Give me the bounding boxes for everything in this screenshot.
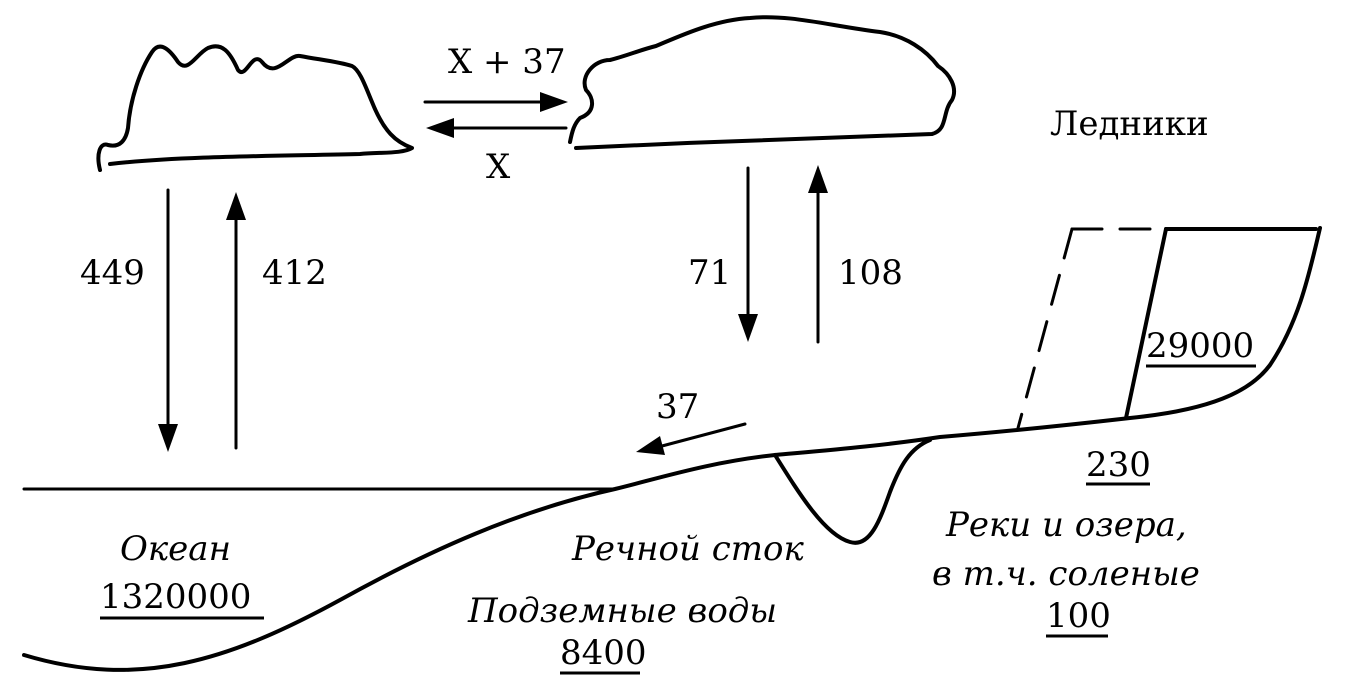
- lakes-rivers-label-line2: в т.ч. соленые: [932, 554, 1200, 594]
- land-evaporation-label: 108: [838, 253, 903, 293]
- flow-arrow-right-head: [540, 92, 568, 112]
- ground-profile: [22, 226, 1322, 672]
- runoff-arrow-shaft: [660, 422, 747, 448]
- glacier-left-wall: [1124, 227, 1168, 420]
- runoff-label: 37: [656, 387, 699, 427]
- runoff-arrow-head: [636, 436, 665, 455]
- lake-basin: [773, 438, 932, 545]
- ocean-evaporation-arrow-head: [158, 424, 178, 452]
- ocean-precipitation-arrow-head: [226, 192, 246, 220]
- transfer-to-ocean-label: X: [486, 147, 511, 187]
- ocean-value: 1320000: [100, 577, 251, 617]
- glaciers-value: 29000: [1146, 326, 1254, 366]
- lakes-rivers-value: 100: [1046, 596, 1111, 636]
- land-precipitation-label: 71: [688, 253, 731, 293]
- groundwater-label: Подземные воды: [467, 591, 777, 631]
- ocean-precipitation-label: 412: [262, 253, 327, 293]
- river-flow-label: Речной сток: [571, 529, 804, 569]
- groundwater-value: 8400: [560, 633, 647, 673]
- land-precipitation-arrow-head: [738, 314, 758, 342]
- ocean-label: Океан: [120, 529, 231, 569]
- flow-arrow-left-head: [426, 118, 454, 138]
- ocean-cloud: [96, 44, 414, 172]
- transfer-to-land-label: X + 37: [448, 42, 566, 82]
- land-cloud: [568, 15, 957, 150]
- lakes-rivers-top-value: 230: [1086, 445, 1151, 485]
- land-evaporation-arrow-head: [808, 165, 828, 193]
- glaciers-label: Ледники: [1050, 104, 1209, 144]
- lakes-rivers-label-line1: Реки и озера,: [945, 505, 1187, 545]
- glacier-dashed-wall: [1016, 227, 1074, 430]
- ocean-evaporation-label: 449: [80, 253, 145, 293]
